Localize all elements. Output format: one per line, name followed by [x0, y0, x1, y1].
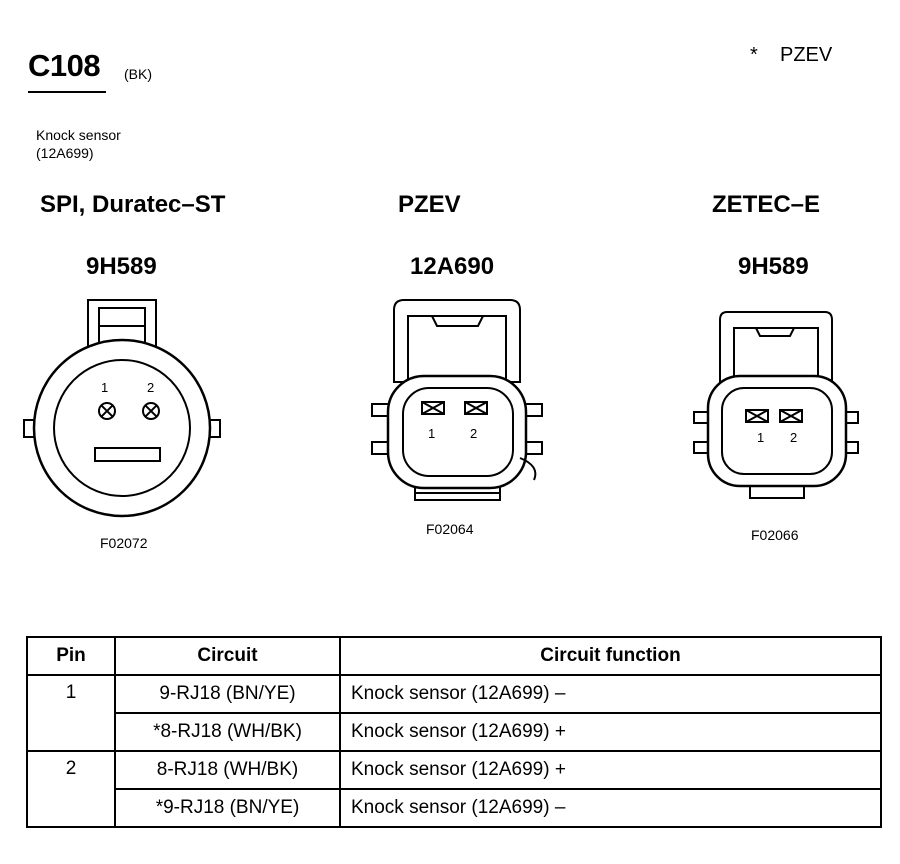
component-name-text: Knock sensor [36, 127, 121, 143]
circuit-cell: 8-RJ18 (WH/BK) [114, 750, 341, 790]
variant-name: SPI, Duratec–ST [40, 191, 226, 218]
pin-cavity [745, 409, 769, 423]
figure-code: F02072 [100, 535, 148, 551]
connector-id: C108 [28, 48, 101, 83]
function-cell: Knock sensor (12A699) – [339, 674, 882, 714]
pin-cavity [779, 409, 803, 423]
pin-cavity [142, 402, 160, 420]
figure-code: F02064 [426, 521, 474, 537]
table-row: 2 8-RJ18 (WH/BK) Knock sensor (12A699) + [26, 750, 882, 828]
connector-face-zetec [693, 311, 859, 499]
circuit-cell: *8-RJ18 (WH/BK) [114, 712, 341, 752]
connector-face-spi [23, 299, 221, 518]
pin-cell: 1 [26, 674, 116, 752]
function-cell: Knock sensor (12A699) + [339, 750, 882, 790]
function-cell: Knock sensor (12A699) – [339, 788, 882, 828]
title-underline [28, 91, 106, 93]
function-cell: Knock sensor (12A699) + [339, 712, 882, 752]
table-header-row: Pin Circuit Circuit function [26, 636, 882, 676]
circuit-cell: *9-RJ18 (BN/YE) [114, 788, 341, 828]
footnote: * PZEV [750, 44, 832, 67]
pin-number: 1 [428, 426, 435, 441]
connector-color: (BK) [124, 66, 152, 82]
key-slot [94, 447, 161, 462]
pin-number: 2 [790, 430, 797, 445]
pin-number: 1 [757, 430, 764, 445]
circuit-cell: 9-RJ18 (BN/YE) [114, 674, 341, 714]
table-row: *8-RJ18 (WH/BK) Knock sensor (12A699) + [27, 712, 882, 752]
component-part-number: (12A699) [36, 145, 94, 161]
pin-number: 1 [101, 380, 108, 395]
column-header-function: Circuit function [339, 636, 882, 676]
column-header-circuit: Circuit [114, 636, 341, 676]
footnote-text: PZEV [780, 44, 833, 66]
pin-cavity [421, 401, 445, 415]
variant-name: ZETEC–E [712, 191, 821, 218]
pin-cavity [464, 401, 488, 415]
variant-part-number: 9H589 [738, 253, 809, 280]
pin-cell: 2 [26, 750, 116, 828]
variant-name: PZEV [398, 191, 461, 218]
pin-table: Pin Circuit Circuit function 1 9-RJ18 (B… [26, 636, 882, 828]
connector-face-pzev [371, 299, 543, 501]
pin-number: 2 [470, 426, 477, 441]
table-row: 1 9-RJ18 (BN/YE) Knock sensor (12A699) – [26, 674, 882, 752]
variant-part-number: 9H589 [86, 253, 157, 280]
footnote-mark: * [750, 44, 758, 66]
column-header-pin: Pin [26, 636, 116, 676]
figure-code: F02066 [751, 527, 799, 543]
pin-cavity [98, 402, 116, 420]
component-name: Knock sensor (12A699) [36, 126, 121, 162]
variant-part-number: 12A690 [410, 253, 495, 280]
pin-number: 2 [147, 380, 154, 395]
table-row: *9-RJ18 (BN/YE) Knock sensor (12A699) – [27, 788, 882, 828]
